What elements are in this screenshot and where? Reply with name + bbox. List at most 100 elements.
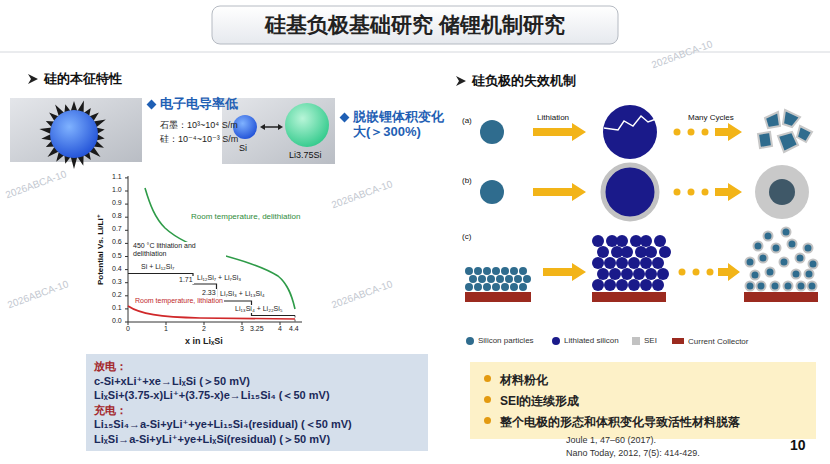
coated-particle bbox=[809, 260, 818, 269]
label: Room temperature, delithiation bbox=[190, 212, 301, 221]
tick-label: 0.0 bbox=[112, 317, 122, 325]
lithiated-particle bbox=[657, 268, 669, 280]
coated-particle bbox=[784, 282, 793, 291]
silicon-particle bbox=[510, 267, 518, 275]
lithiated-particle bbox=[645, 246, 657, 258]
silicon-particle bbox=[483, 283, 491, 291]
crack bbox=[604, 116, 656, 130]
cycle-dot bbox=[707, 269, 714, 276]
lithiated-particle bbox=[597, 246, 609, 258]
silicon-particle bbox=[505, 275, 513, 283]
cycle-dot bbox=[688, 129, 695, 136]
label: Nano Today, 2012, 7(5): 414-429. bbox=[566, 448, 700, 458]
label: 硅：10⁻⁴~10⁻³ S/m bbox=[160, 134, 238, 144]
fragment bbox=[765, 112, 780, 128]
label: (a) bbox=[462, 116, 472, 125]
cycle-arrow bbox=[718, 263, 740, 281]
coated-particle bbox=[780, 258, 789, 267]
arrow-head bbox=[278, 124, 283, 130]
fragment bbox=[758, 132, 772, 148]
label: Li₇Si₃ + Li₁₃Si₄ bbox=[219, 290, 266, 298]
spike-outline bbox=[39, 100, 105, 169]
lithiation-arrow bbox=[533, 123, 586, 141]
lithiated-particle bbox=[628, 257, 640, 269]
coated-particle bbox=[792, 270, 801, 279]
silicon-particle bbox=[523, 275, 531, 283]
reaction-box: 放电：c-Si+xLi⁺+xe→LiₓSi (＞50 mV)LiₓSi+(3.7… bbox=[86, 354, 428, 451]
double-arrow bbox=[263, 126, 280, 128]
label: (c) bbox=[462, 232, 471, 241]
lithiated-particle bbox=[603, 165, 657, 219]
lithiated-particle bbox=[592, 235, 604, 247]
silicon-particle bbox=[469, 275, 477, 283]
bullet-dot bbox=[484, 396, 491, 403]
watermark: 2026ABCA-10 bbox=[330, 278, 394, 311]
label: 电子电导率低 bbox=[160, 97, 238, 112]
thick-sei bbox=[755, 165, 809, 219]
label: 1.71 bbox=[178, 276, 194, 284]
coated-particle bbox=[757, 282, 766, 291]
label: 4.4 bbox=[289, 325, 299, 333]
lithiated-particle bbox=[604, 279, 616, 291]
tick-label: 0.1 bbox=[112, 304, 122, 312]
cycle-dot bbox=[688, 189, 695, 196]
silicon-particle bbox=[487, 275, 495, 283]
silicon-particle bbox=[519, 267, 527, 275]
cycle-arrow bbox=[715, 123, 742, 141]
bullet-dot bbox=[484, 375, 491, 382]
coated-particle bbox=[804, 244, 813, 253]
label: Li₁₂Si₇ + Li₇Si₃ bbox=[196, 274, 242, 282]
legend-swatch bbox=[466, 337, 474, 345]
silicon-particle bbox=[465, 267, 473, 275]
tick-label: 1 bbox=[164, 325, 168, 333]
silicon-particle bbox=[492, 267, 500, 275]
cycle-dot bbox=[702, 129, 709, 136]
silicon-particle bbox=[501, 267, 509, 275]
label: Joule 1, 47–60 (2017). bbox=[566, 435, 656, 445]
tick-label: 1.0 bbox=[112, 186, 122, 194]
legend-text: SEI bbox=[644, 336, 657, 345]
coated-particle bbox=[782, 228, 791, 237]
lithiated-particle bbox=[592, 257, 604, 269]
lithiated-particle bbox=[652, 279, 664, 291]
diamond-bullet bbox=[147, 100, 157, 110]
bullet-row: 整个电极的形态和体积变化导致活性材料脱落 bbox=[480, 411, 806, 432]
tick-label: 0.8 bbox=[112, 212, 122, 220]
lithiated-particle bbox=[659, 246, 671, 258]
cycle-dot bbox=[693, 269, 700, 276]
coated-particle bbox=[772, 244, 781, 253]
axis-title: Potential Vs. Li/Li⁺ bbox=[95, 215, 104, 286]
silicon-particle bbox=[465, 283, 473, 291]
lithiated-particle bbox=[592, 279, 604, 291]
lithiated-particle bbox=[609, 268, 621, 280]
coated-particle bbox=[805, 270, 814, 279]
bullet-dot bbox=[484, 417, 491, 424]
bullet-row: 材料粉化 bbox=[480, 369, 806, 390]
cycle-arrow bbox=[715, 183, 742, 201]
lithiation-arrow bbox=[543, 263, 586, 281]
section-bullet bbox=[28, 74, 38, 84]
label: (b) bbox=[462, 176, 472, 185]
label: Lithiation bbox=[537, 113, 569, 122]
silicon-core bbox=[769, 179, 795, 205]
silicon-sphere bbox=[50, 110, 98, 158]
lithiation-arrow bbox=[533, 183, 586, 201]
coated-particle bbox=[796, 254, 805, 263]
bullet-row: SEI的连续形成 bbox=[480, 390, 806, 411]
legend-swatch bbox=[552, 337, 560, 345]
coated-particle bbox=[746, 258, 755, 267]
label: 10 bbox=[790, 437, 806, 453]
legend-swatch bbox=[632, 337, 640, 345]
label: Li3.75Si bbox=[289, 150, 322, 160]
silicon-particle bbox=[496, 275, 504, 283]
watermark: 2026ABCA-10 bbox=[650, 38, 714, 71]
coated-particle bbox=[788, 240, 797, 249]
reaction-formula: c-Si+xLi⁺+xe→LiₓSi (＞50 mV) bbox=[94, 374, 420, 389]
legend-text: Lithiated silicon bbox=[564, 336, 619, 345]
label: 石墨：10³~10⁴ S/m bbox=[160, 120, 238, 130]
lithiated-particle bbox=[654, 235, 666, 247]
label: 硅负极的失效机制 bbox=[472, 74, 576, 89]
particle-layers bbox=[465, 228, 818, 292]
slide-title: 硅基负极基础研究 储锂机制研究 bbox=[212, 6, 618, 44]
coated-particle bbox=[766, 268, 775, 277]
